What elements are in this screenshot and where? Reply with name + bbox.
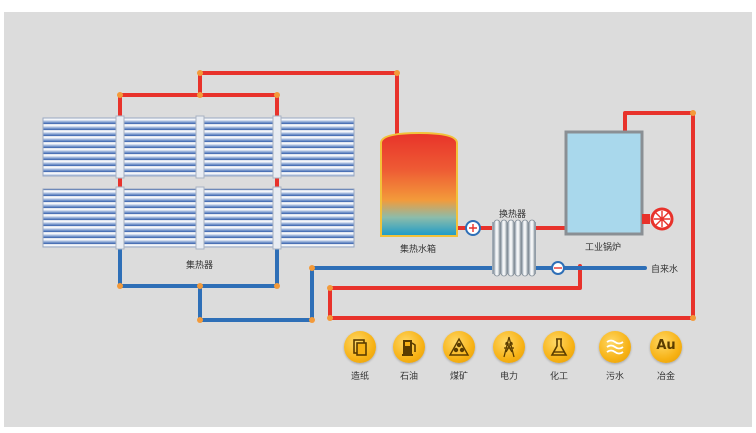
industry-power: 电力: [484, 331, 534, 382]
tap-valve: [551, 261, 565, 275]
gold-icon: Au: [650, 331, 682, 363]
flask-icon: [543, 331, 575, 363]
industry-petroleum: 石油: [384, 331, 434, 382]
heat-exchanger: [492, 219, 536, 277]
gold-icon-glyph: Au: [656, 338, 676, 353]
industry-label: 冶金: [656, 372, 675, 382]
collector-label: 集热器: [186, 261, 214, 271]
industry-paper: 造纸: [335, 331, 385, 382]
collector-to-tank-pipe: [198, 71, 399, 137]
circulation-pump: [465, 220, 481, 236]
tap-water-label: 自来水: [651, 265, 679, 275]
industry-wastewater: 污水: [590, 331, 640, 382]
industry-label: 煤矿: [449, 372, 468, 382]
pipe-joints: [117, 70, 696, 323]
power-tower-icon: [493, 331, 525, 363]
industrial-boiler: [564, 130, 674, 236]
collector-tank: [380, 131, 458, 237]
industry-label: 电力: [499, 372, 518, 382]
paper-icon: [344, 331, 376, 363]
boiler-return-loop: [328, 111, 695, 320]
exchanger-label: 换热器: [499, 210, 527, 220]
coal-icon: [443, 331, 475, 363]
solar-collector-array: [42, 115, 355, 250]
industry-label: 石油: [399, 372, 418, 382]
industry-coal: 煤矿: [434, 331, 484, 382]
tank-label: 集热水箱: [400, 245, 437, 255]
fuel-pump-icon: [393, 331, 425, 363]
industry-label: 化工: [549, 372, 568, 382]
industry-chemical: 化工: [534, 331, 584, 382]
industry-label: 污水: [605, 372, 624, 382]
industry-label: 造纸: [350, 372, 369, 382]
industry-metallurgy: Au 冶金: [641, 331, 691, 382]
boiler-label: 工业锅炉: [585, 243, 622, 253]
wastewater-icon: [599, 331, 631, 363]
